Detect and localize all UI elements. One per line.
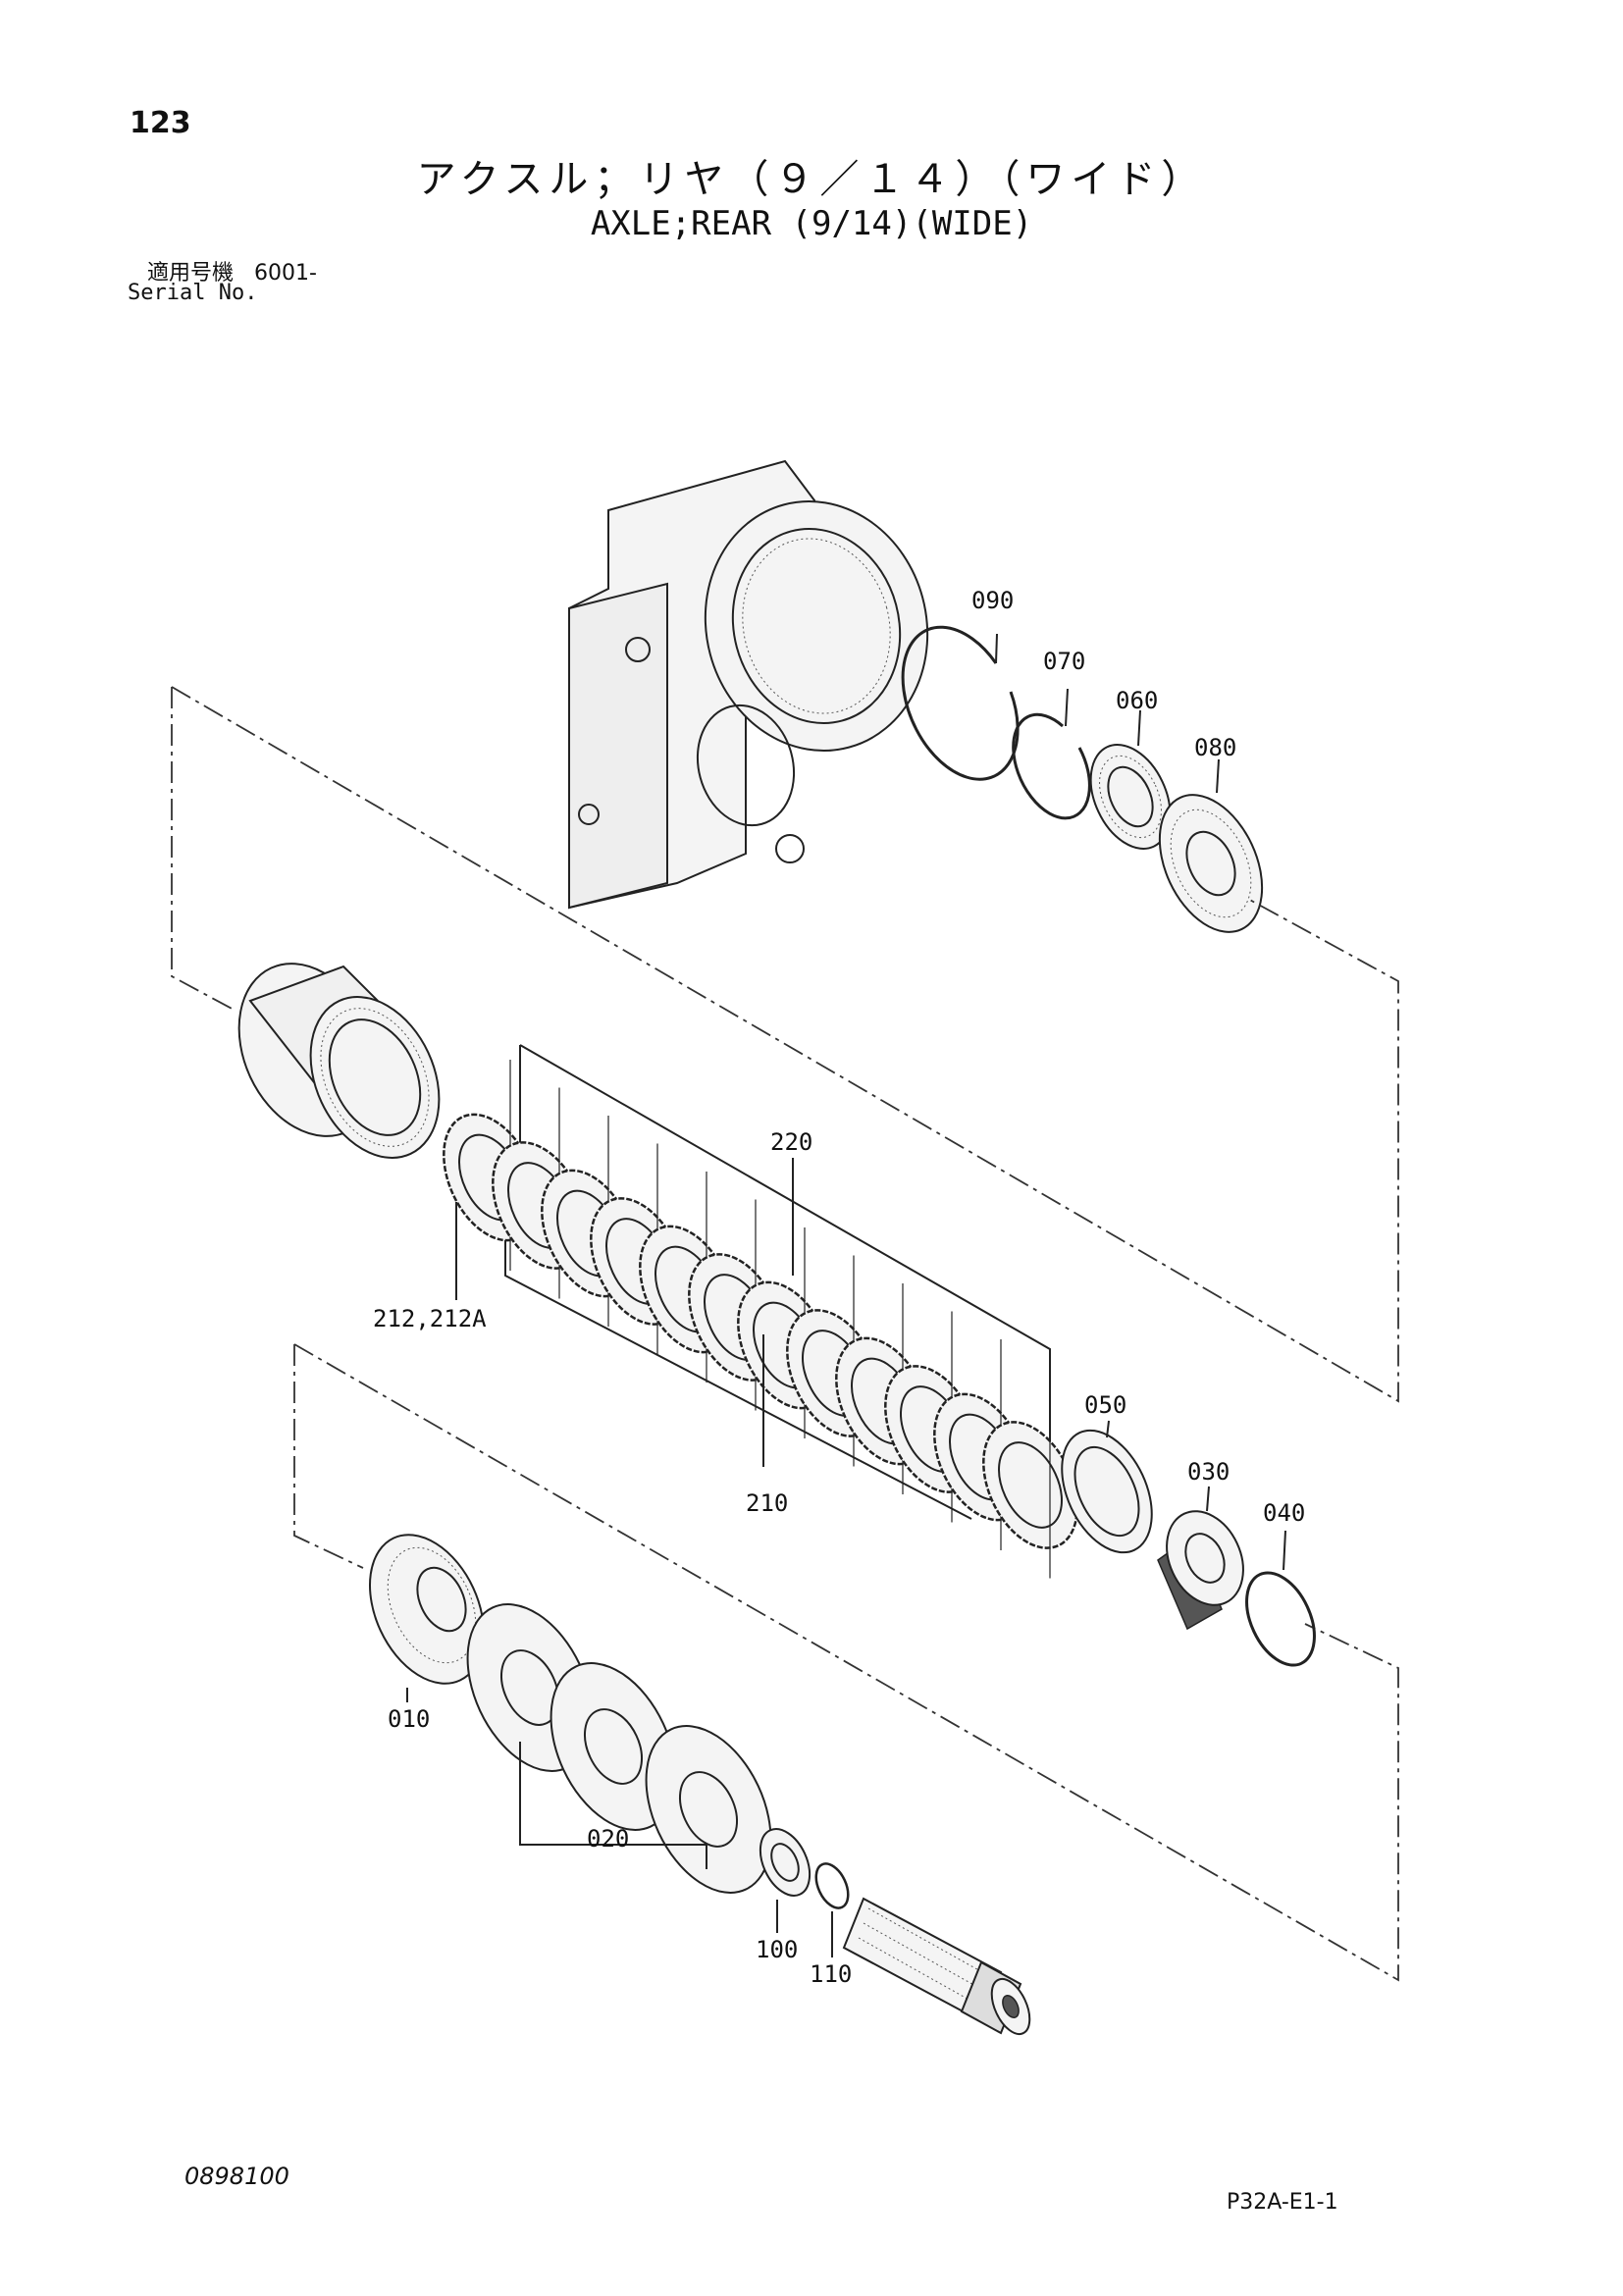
part-080-piston: [1158, 758, 1264, 933]
alignment-line-lower: [293, 1344, 364, 1569]
serial-value: 6001-: [254, 261, 317, 286]
callout-220: 220: [770, 1128, 812, 1156]
callout-030: 030: [1187, 1458, 1230, 1486]
page-title-japanese: アクスル；リヤ（９／１４）（ワイド）: [416, 157, 1207, 202]
callout-020: 020: [587, 1825, 629, 1852]
part-110-ring: [814, 1862, 850, 1957]
part-020-plates: [466, 1603, 772, 1894]
callout-110: 110: [810, 1960, 852, 1988]
part-030-hub: [1157, 1486, 1244, 1631]
part-010-piston: [368, 1534, 486, 1702]
callout-010: 010: [388, 1705, 430, 1733]
callout-210: 210: [746, 1489, 788, 1517]
callout-212-212a: 212,212A: [373, 1305, 487, 1332]
callout-080: 080: [1194, 734, 1236, 761]
serial-label-jp-text: 適用号機: [147, 261, 235, 286]
serial-label-japanese: 適用号機 6001-: [147, 255, 317, 287]
clutch-discs: [443, 1060, 1078, 1579]
callout-070: 070: [1043, 648, 1085, 675]
part-040-snap-ring: [1245, 1530, 1316, 1667]
serial-label-english: Serial No.: [128, 281, 258, 305]
callout-090: 090: [971, 587, 1014, 614]
document-code: 0898100: [184, 2163, 289, 2190]
alignment-line-lower-diag: [293, 1343, 1399, 1982]
page-number: 123: [130, 106, 191, 140]
callout-050: 050: [1084, 1391, 1126, 1419]
reference-code: P32A-E1-1: [1227, 2190, 1338, 2215]
callout-040: 040: [1263, 1499, 1305, 1527]
clutch-drum-drawing: [237, 963, 441, 1159]
callout-060: 060: [1116, 687, 1158, 714]
axle-shaft: [842, 1897, 1031, 2036]
page-title-english: AXLE;REAR (9/14)(WIDE): [590, 204, 1033, 243]
part-050-thrust-washer: [1061, 1420, 1153, 1554]
part-100-seal: [759, 1828, 812, 1933]
callout-100: 100: [756, 1936, 798, 1963]
axle-housing-drawing: [568, 459, 929, 910]
part-060-bearing: [1089, 709, 1172, 850]
part-070-snap-ring: [1012, 688, 1091, 820]
alignment-line-upper: [171, 687, 236, 1012]
alignment-line-upper-diag: [171, 686, 1399, 1403]
